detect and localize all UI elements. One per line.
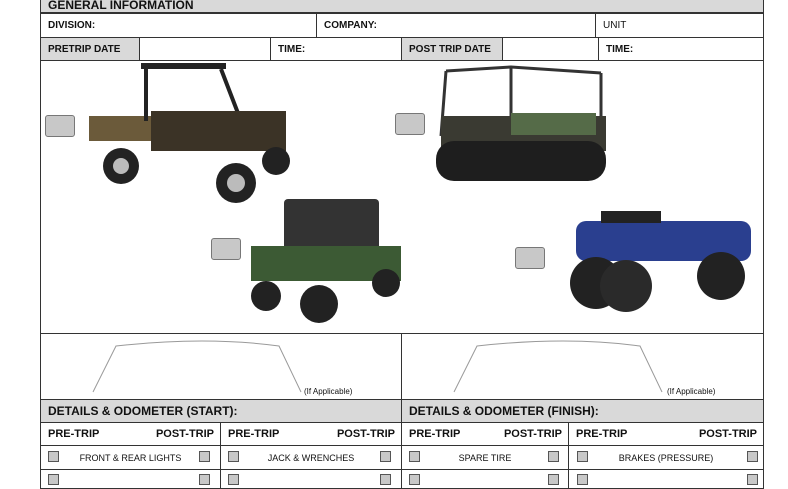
if-applicable-note: (If Applicable) — [304, 387, 353, 396]
posttrip-date-input[interactable] — [502, 37, 599, 61]
company-label: COMPANY: — [324, 20, 377, 31]
odometer-start-box[interactable]: (If Applicable) — [40, 333, 402, 400]
vehicle-select-checkbox-atv-blue[interactable] — [515, 247, 545, 269]
pre-trip-checkbox[interactable] — [409, 451, 420, 462]
if-applicable-note: (If Applicable) — [667, 387, 716, 396]
posttrip-time-field[interactable]: TIME: — [598, 37, 764, 61]
column-header: PRE-TRIP POST-TRIP — [220, 422, 402, 446]
pretrip-date-input[interactable] — [139, 37, 271, 61]
pre-trip-checkbox[interactable] — [577, 474, 588, 485]
details-start-header: DETAILS & ODOMETER (START): — [40, 399, 402, 423]
time-label: TIME: — [606, 43, 634, 55]
pre-trip-checkbox[interactable] — [228, 451, 239, 462]
odometer-finish-box[interactable]: (If Applicable) — [401, 333, 764, 400]
details-finish-title: DETAILS & ODOMETER (FINISH): — [409, 404, 599, 418]
pre-trip-checkbox[interactable] — [48, 451, 59, 462]
checklist-row: SPARE TIRE — [401, 445, 569, 470]
column-header: PRE-TRIP POST-TRIP — [401, 422, 569, 446]
post-trip-checkbox[interactable] — [380, 474, 391, 485]
pretrip-date-text: PRETRIP DATE — [48, 43, 121, 55]
blue-atv-image — [570, 211, 751, 312]
pretrip-time-field[interactable]: TIME: — [270, 37, 402, 61]
unit-field[interactable]: UNIT — [595, 13, 764, 38]
post-trip-checkbox[interactable] — [548, 451, 559, 462]
pre-trip-checkbox[interactable] — [48, 474, 59, 485]
posttrip-date-label: POST TRIP DATE — [401, 37, 503, 61]
section-title: GENERAL INFORMATION — [48, 0, 194, 12]
checklist-row — [401, 469, 569, 489]
checklist-row — [40, 469, 221, 489]
post-trip-checkbox[interactable] — [380, 451, 391, 462]
pre-trip-checkbox[interactable] — [409, 474, 420, 485]
pre-trip-label: PRE-TRIP — [409, 428, 461, 440]
post-trip-checkbox[interactable] — [199, 451, 210, 462]
post-trip-label: POST-TRIP — [336, 428, 395, 440]
item-label: JACK & WRENCHES — [267, 452, 355, 463]
item-label: BRAKES (PRESSURE) — [618, 452, 714, 463]
column-header: PRE-TRIP POST-TRIP — [40, 422, 221, 446]
pre-trip-checkbox[interactable] — [577, 451, 588, 462]
item-label: SPARE TIRE — [458, 452, 512, 463]
post-trip-checkbox[interactable] — [747, 451, 758, 462]
vehicle-images — [89, 63, 751, 323]
camo-utv-image — [89, 63, 290, 203]
post-trip-checkbox[interactable] — [747, 474, 758, 485]
vehicle-select-checkbox-tracked-atv[interactable] — [395, 113, 425, 135]
checklist-row: JACK & WRENCHES — [220, 445, 402, 470]
checklist-row: FRONT & REAR LIGHTS — [40, 445, 221, 470]
vehicle-select-checkbox-utv-camo[interactable] — [45, 115, 75, 137]
post-trip-label: POST-TRIP — [155, 428, 214, 440]
details-finish-header: DETAILS & ODOMETER (FINISH): — [401, 399, 764, 423]
column-header: PRE-TRIP POST-TRIP — [568, 422, 764, 446]
checklist-row: BRAKES (PRESSURE) — [568, 445, 764, 470]
vehicle-select-checkbox-utv-green[interactable] — [211, 238, 241, 260]
post-trip-checkbox[interactable] — [548, 474, 559, 485]
pre-trip-label: PRE-TRIP — [576, 428, 628, 440]
time-label: TIME: — [278, 43, 306, 55]
green-utv-image — [251, 199, 401, 323]
pre-trip-label: PRE-TRIP — [228, 428, 280, 440]
details-start-title: DETAILS & ODOMETER (START): — [48, 404, 238, 418]
unit-label: UNIT — [603, 20, 627, 31]
odometer-gauge-icon — [453, 340, 663, 393]
pre-trip-label: PRE-TRIP — [48, 428, 100, 440]
post-trip-label: POST-TRIP — [698, 428, 757, 440]
post-trip-checkbox[interactable] — [199, 474, 210, 485]
checklist-row — [568, 469, 764, 489]
vehicle-selection-area — [40, 60, 764, 334]
general-information-header: GENERAL INFORMATION — [40, 0, 764, 13]
pretrip-date-label: PRETRIP DATE — [40, 37, 140, 61]
division-field[interactable]: DIVISION: — [40, 13, 317, 38]
division-label: DIVISION: — [48, 20, 96, 31]
item-label: FRONT & REAR LIGHTS — [79, 452, 182, 463]
checklist-row — [220, 469, 402, 489]
company-field[interactable]: COMPANY: — [316, 13, 596, 38]
tracked-atv-image — [436, 65, 606, 181]
post-trip-label: POST-TRIP — [503, 428, 562, 440]
odometer-gauge-icon — [92, 340, 302, 393]
posttrip-date-text: POST TRIP DATE — [409, 43, 491, 55]
pre-trip-checkbox[interactable] — [228, 474, 239, 485]
